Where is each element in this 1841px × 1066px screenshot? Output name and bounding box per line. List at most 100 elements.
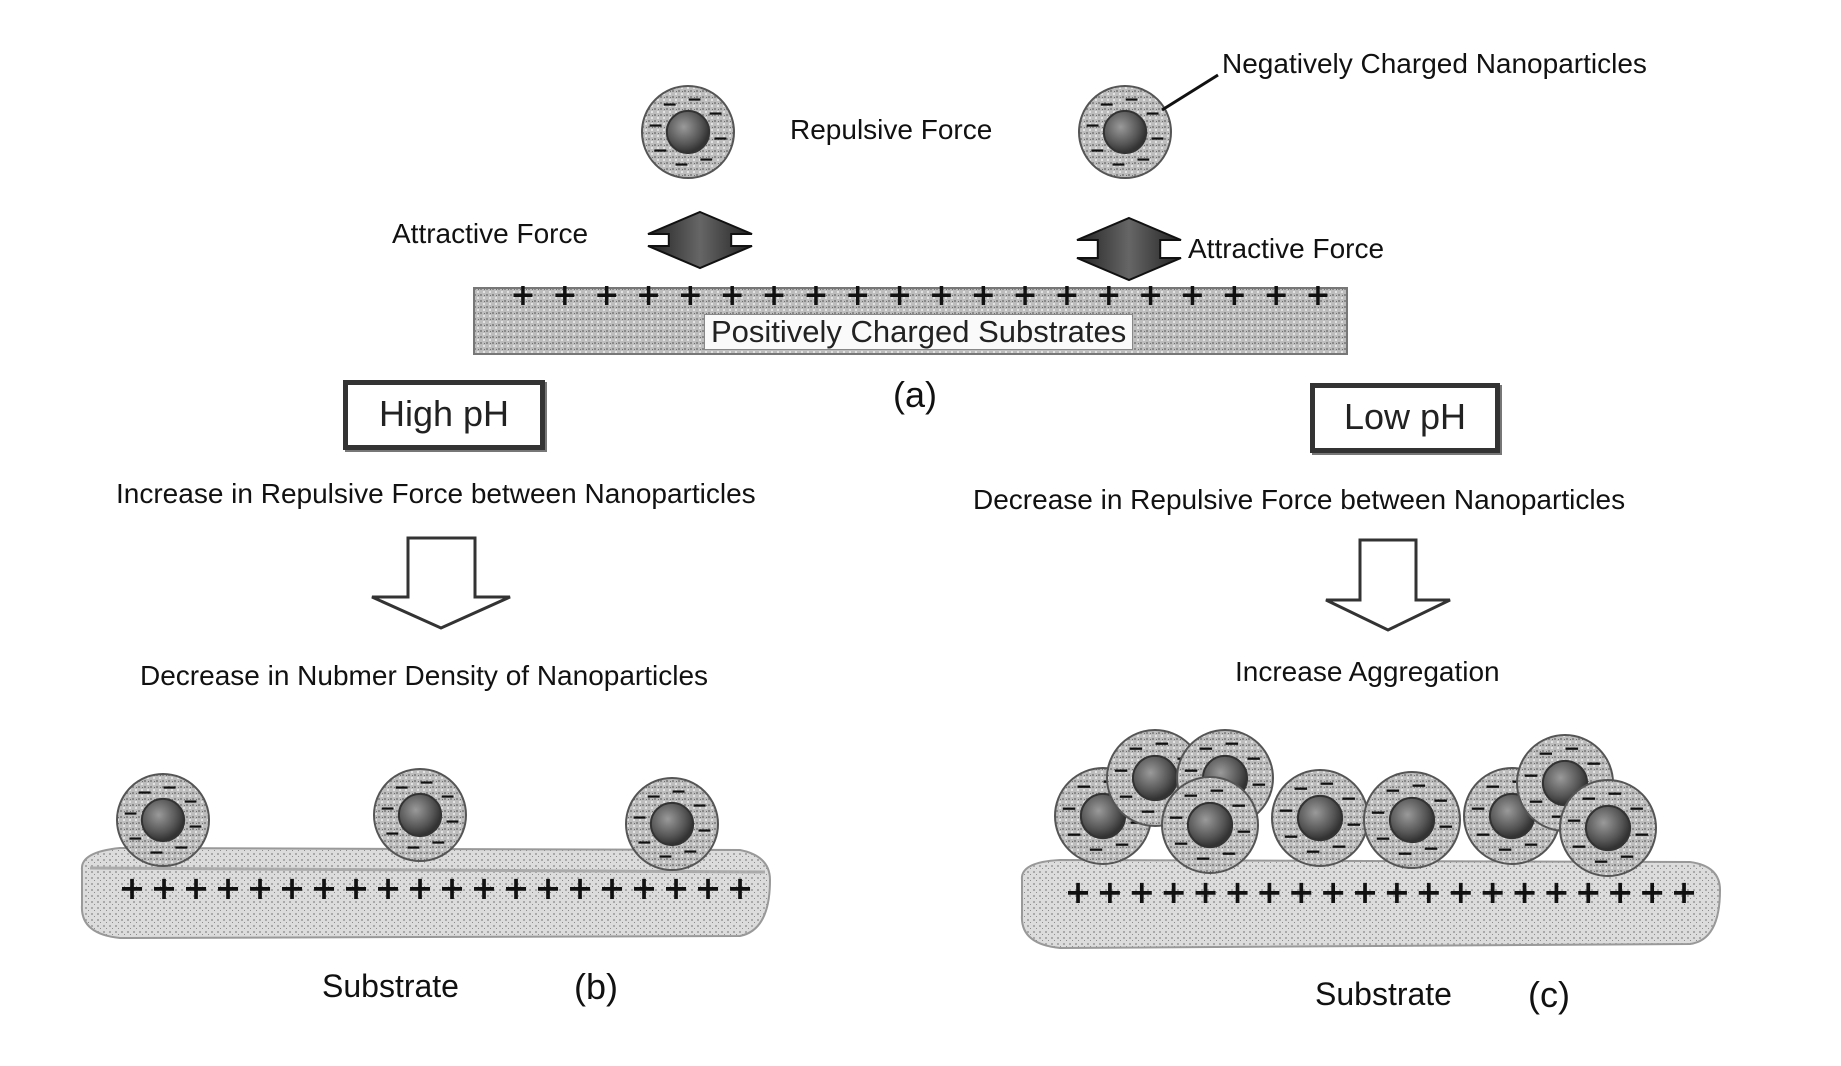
negative-charge-icon: − [380, 797, 396, 819]
positive-charge-icon: + [503, 869, 530, 907]
negative-charge-icon: − [162, 777, 178, 799]
negative-charge-icon: − [1085, 114, 1101, 136]
negative-charge-icon: − [1114, 832, 1131, 856]
particle-core [399, 794, 441, 836]
decrease-repulsive-label: Decrease in Repulsive Force between Nano… [973, 484, 1625, 516]
negative-charge-icon: − [696, 820, 712, 842]
increase-aggregation-label: Increase Aggregation [1235, 656, 1500, 688]
positive-charge-icon: + [599, 869, 626, 907]
negative-charge-icon: − [682, 841, 698, 863]
positive-charge-icon: + [471, 869, 498, 907]
negative-charge-icon: − [1538, 741, 1555, 765]
negative-charge-icon: − [662, 93, 678, 115]
particle-core [1586, 806, 1630, 850]
positive-charge-icon: + [535, 869, 562, 907]
positive-charge-icon: + [439, 869, 466, 907]
low-ph-label: Low pH [1315, 388, 1495, 446]
substrate-b-label: Substrate [322, 968, 459, 1005]
panel-c-label: (c) [1528, 974, 1570, 1016]
negative-charge-icon: − [173, 837, 189, 859]
positive-charge-icon: + [311, 869, 338, 907]
negative-charge-icon: − [1523, 763, 1540, 787]
negative-charge-icon: − [1628, 796, 1645, 820]
negative-charge-icon: − [430, 832, 446, 854]
nanoparticle-icon: −−−−−−−− [1364, 772, 1460, 868]
positive-charge-icon: + [636, 278, 661, 313]
positive-charge-icon: + [1671, 873, 1698, 911]
negative-charge-icon: − [137, 781, 153, 803]
nanoparticle-icon: −−−−−−−− [1079, 86, 1171, 178]
negative-charge-icon: − [1223, 731, 1240, 755]
double-arrow-icon [1077, 218, 1181, 280]
positive-charge-icon: + [631, 869, 658, 907]
negative-charge-icon: − [1585, 751, 1602, 775]
positive-charge-icon: + [720, 278, 745, 313]
negative-charge-icon: − [687, 89, 703, 111]
negative-charge-icon: − [1619, 844, 1636, 868]
negative-charge-icon: − [1606, 781, 1623, 805]
low-ph-box: Low pH [1310, 383, 1500, 453]
down-arrow-icon [372, 538, 510, 628]
positive-charge-icon: + [1138, 278, 1163, 313]
positive-charge-icon: + [1607, 873, 1634, 911]
positive-charge-icon: + [1096, 278, 1121, 313]
positive-charge-icon: + [887, 278, 912, 313]
positive-charge-icon: + [1415, 873, 1442, 911]
negative-charge-icon: − [1375, 826, 1392, 850]
panel-b-label: (b) [574, 966, 618, 1008]
negative-charge-icon: − [1124, 89, 1140, 111]
positive-charge-icon: + [1160, 873, 1187, 911]
positive-charge-icon: + [1511, 873, 1538, 911]
positive-charge-icon: + [407, 869, 434, 907]
positive-charge-icon: + [1384, 873, 1411, 911]
particle-core [651, 803, 693, 845]
repulsive-force-label: Repulsive Force [790, 114, 992, 146]
negative-charge-icon: − [1208, 778, 1225, 802]
nanoparticle-icon: −−−−−−−− [1560, 780, 1656, 876]
positive-charge-icon: + [1543, 873, 1570, 911]
nanoparticle-icon: −−−−−−−− [117, 774, 209, 866]
negative-charge-icon: − [648, 114, 664, 136]
positive-charge-icon: + [1180, 278, 1205, 313]
positive-charge-icon: + [1013, 278, 1038, 313]
negative-charge-icon: − [148, 841, 164, 863]
positive-charge-icon: + [510, 278, 535, 313]
negative-charge-icon: − [384, 822, 400, 844]
positive-charge-icon: + [727, 869, 754, 907]
nanoparticle-icon: −−−−−−−− [374, 769, 466, 861]
negative-charge-icon: − [1331, 834, 1348, 858]
negative-charge-icon: − [1195, 846, 1212, 870]
negative-charge-icon: − [712, 128, 728, 150]
negative-charge-icon: − [1250, 772, 1267, 796]
negative-charge-icon: − [1198, 736, 1215, 760]
negative-charge-icon: − [183, 791, 199, 813]
negative-charge-icon: − [671, 781, 687, 803]
negative-charge-icon: − [657, 845, 673, 867]
negative-charge-icon: − [1432, 788, 1449, 812]
positive-charge-icon: + [594, 278, 619, 313]
negative-charge-icon: − [1135, 149, 1151, 171]
negatively-charged-label: Negatively Charged Nanoparticles [1222, 48, 1647, 80]
positive-charge-icon: + [1054, 278, 1079, 313]
negative-charge-icon: − [1370, 800, 1387, 824]
positive-charge-icon: + [929, 278, 954, 313]
nanoparticle-icon: −−−−−−−− [642, 86, 734, 178]
negative-charge-icon: − [394, 776, 410, 798]
negative-charge-icon: − [1566, 808, 1583, 832]
negative-charge-icon: − [1245, 746, 1262, 770]
negative-charge-icon: − [1140, 799, 1157, 823]
positive-charge-icon: + [1639, 873, 1666, 911]
nanoparticle: −−−−−−−− [1079, 86, 1171, 178]
negative-charge-icon: − [1528, 789, 1545, 813]
negative-charge-icon: − [1076, 774, 1093, 798]
positive-charge-icon: + [1128, 873, 1155, 911]
negative-charge-icon: − [1128, 736, 1145, 760]
double-arrow-icon [648, 212, 752, 268]
negative-charge-icon: − [1099, 93, 1115, 115]
nanoparticle-cluster: −−−−−−−−−−−−−−−−−−−−−−−−−−−−−−−−−−−−−−−−… [1055, 730, 1656, 876]
positive-charge-icon: + [279, 869, 306, 907]
positive-charge-icon: + [1096, 873, 1123, 911]
negative-charge-icon: − [1118, 784, 1135, 808]
positive-charge-icon: + [552, 278, 577, 313]
